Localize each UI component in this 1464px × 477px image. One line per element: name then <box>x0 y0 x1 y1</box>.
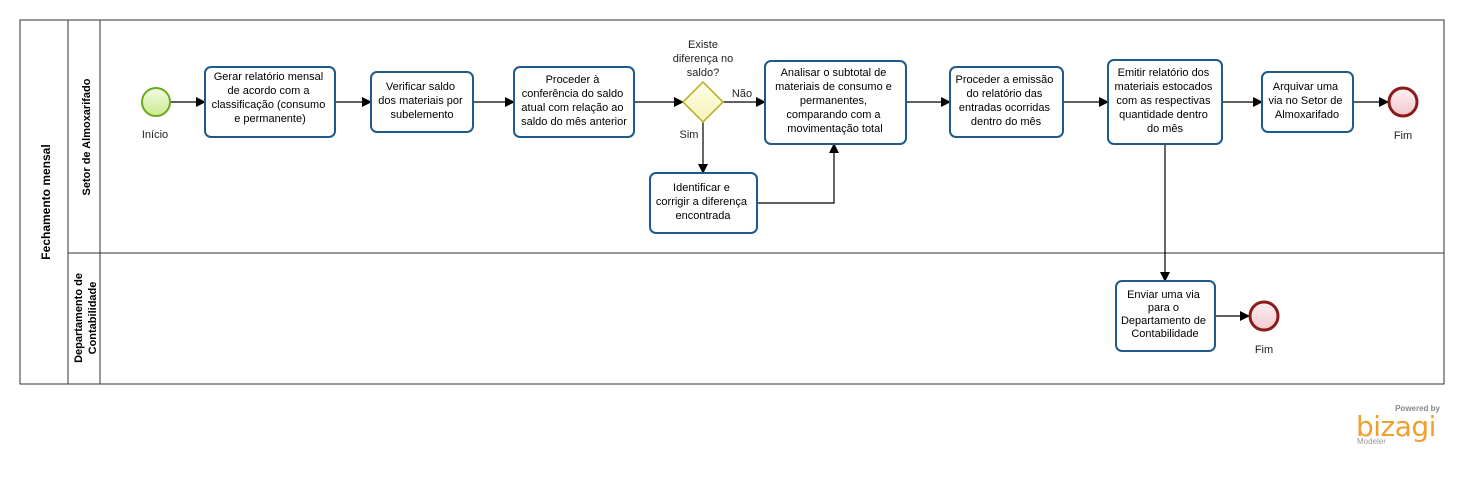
task-enviar-via-contabilidade[interactable]: Enviar uma via para o Departamento de Co… <box>1115 280 1216 352</box>
sequence-flows <box>171 97 1389 321</box>
flow-correction-to-task4 <box>757 143 839 204</box>
start-event[interactable] <box>141 87 171 117</box>
task-analisar-subtotal-text: Analisar o subtotal de materiais de cons… <box>775 67 895 135</box>
gateway-no-label: Não <box>732 88 752 100</box>
task-emitir-relatorio-estocados-text: Emitir relatório dos materiais estocados… <box>1115 67 1216 135</box>
start-event-label: Início <box>142 129 168 141</box>
task-emitir-relatorio-estocados[interactable]: Emitir relatório dos materiais estocados… <box>1107 59 1223 145</box>
task-identificar-corrigir-text: Identificar e corrigir a diferença encon… <box>656 182 750 222</box>
gateway-question-line1: Existe <box>688 39 718 51</box>
lane-title-contabilidade-1: Departamento de <box>73 273 85 363</box>
task-emissao-relatorio[interactable]: Proceder a emissão do relatório das entr… <box>949 66 1064 138</box>
lane-title-almoxarifado: Setor de Almoxarifado <box>81 78 93 195</box>
gateway-question-line3: saldo? <box>687 67 719 79</box>
gateway-question-line2: diferença no <box>673 53 734 65</box>
task-enviar-via-contabilidade-text: Enviar uma via para o Departamento de Co… <box>1121 289 1209 340</box>
task-analisar-subtotal[interactable]: Analisar o subtotal de materiais de cons… <box>764 60 907 145</box>
bizagi-logo: Powered by bizagi Modeler <box>1352 404 1452 450</box>
end-event-almoxarifado[interactable] <box>1387 86 1419 118</box>
gateway-yes-label: Sim <box>680 129 699 141</box>
decision-gateway[interactable] <box>681 80 725 124</box>
lane-title-contabilidade-2: Contabilidade <box>87 282 99 355</box>
task-gerar-relatorio[interactable]: Gerar relatório mensal de acordo com a c… <box>204 66 336 138</box>
brand-name: bizagi <box>1356 410 1436 443</box>
task-arquivar-via[interactable]: Arquivar uma via no Setor de Almoxarifad… <box>1261 71 1354 133</box>
product-name: Modeler <box>1357 437 1386 446</box>
task-verificar-saldo[interactable]: Verificar saldo dos materiais por subele… <box>370 71 474 133</box>
task-conferencia-saldo-text: Proceder à conferência do saldo atual co… <box>521 74 627 128</box>
task-gerar-relatorio-text: Gerar relatório mensal de acordo com a c… <box>212 71 329 125</box>
end-event-contabilidade[interactable] <box>1248 300 1280 332</box>
task-arquivar-via-text: Arquivar uma via no Setor de Almoxarifad… <box>1268 81 1345 121</box>
pool-title: Fechamento mensal <box>39 144 53 259</box>
powered-by-text: Powered by <box>1395 404 1440 413</box>
end-event-contabilidade-label: Fim <box>1255 344 1273 356</box>
end-event-almoxarifado-label: Fim <box>1394 130 1412 142</box>
task-conferencia-saldo[interactable]: Proceder à conferência do saldo atual co… <box>513 66 635 138</box>
task-identificar-corrigir[interactable]: Identificar e corrigir a diferença encon… <box>649 172 758 234</box>
task-emissao-relatorio-text: Proceder a emissão do relatório das entr… <box>956 74 1057 128</box>
task-verificar-saldo-text: Verificar saldo dos materiais por subele… <box>378 81 465 121</box>
